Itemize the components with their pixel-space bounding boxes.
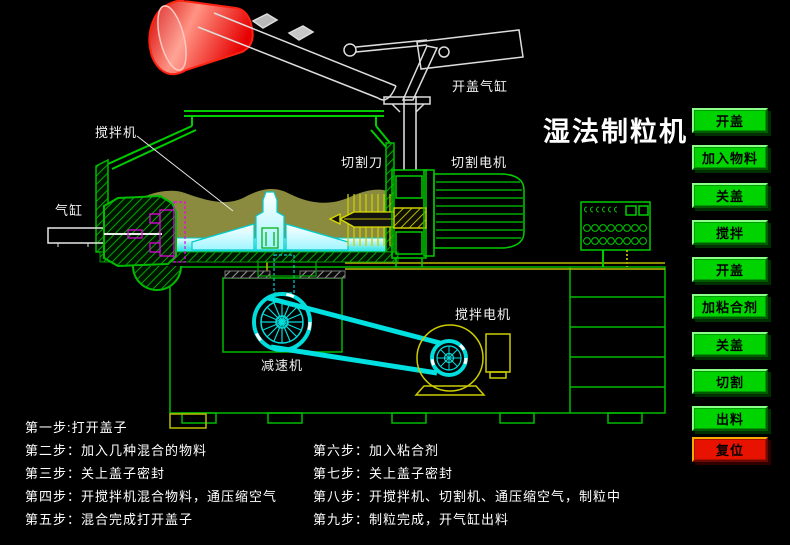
button-open-lid-1[interactable]: 开盖: [692, 108, 768, 133]
cutter-motor-body: [391, 169, 525, 267]
step-7: 第七步：关上盖子密封: [313, 466, 454, 481]
belt-drive: [252, 292, 511, 396]
lid-assembly: [148, 0, 524, 113]
step-8: 第八步：开搅拌机、切割机、通压缩空气，制粒中: [313, 489, 622, 504]
material-fill: [112, 188, 388, 238]
step-9: 第九步：制粒完成，开气缸出料: [313, 512, 510, 527]
button-stir[interactable]: 搅拌: [692, 220, 768, 245]
step-4: 第四步：开搅拌机混合物料，通压缩空气: [25, 489, 278, 504]
button-cut[interactable]: 切割: [692, 369, 768, 394]
step-6: 第六步：加入粘合剂: [313, 443, 440, 458]
mixer-leader-line: [136, 135, 234, 212]
impeller: [191, 191, 349, 251]
label-cutter-motor: 切割电机: [451, 155, 508, 170]
label-lid-cylinder: 开盖气缸: [452, 79, 509, 94]
button-close-lid-1[interactable]: 关盖: [692, 183, 768, 208]
label-mixing-motor: 搅拌电机: [455, 307, 512, 322]
button-discharge[interactable]: 出料: [692, 406, 768, 431]
label-air-cylinder: 气缸: [55, 203, 84, 218]
air-cylinder-assembly: [47, 194, 186, 291]
button-close-lid-2[interactable]: 关盖: [692, 332, 768, 357]
button-open-lid-2[interactable]: 开盖: [692, 257, 768, 282]
button-add-binder[interactable]: 加粘合剂: [692, 294, 768, 319]
control-panel: [580, 201, 651, 267]
label-cutter-knife: 切割刀: [341, 155, 384, 170]
button-add-material[interactable]: 加入物料: [692, 145, 768, 170]
mixing-motor-pulley: [430, 339, 468, 377]
step-3: 第三步：关上盖子密封: [25, 466, 166, 481]
button-reset[interactable]: 复位: [692, 437, 768, 462]
label-mixer: 搅拌机: [95, 125, 138, 140]
label-reducer: 减速机: [261, 358, 304, 373]
mixing-motor-outline: [414, 324, 511, 396]
step-2: 第二步：加入几种混合的物料: [25, 443, 208, 458]
reducer-pulley: [252, 292, 312, 352]
red-lid: [148, 0, 254, 76]
page-title: 湿法制粒机: [543, 117, 688, 147]
machine-base: [169, 260, 666, 429]
mixing-bowl: [95, 96, 417, 294]
step-1: 第一步:打开盖子: [25, 420, 128, 435]
step-5: 第五步：混合完成打开盖子: [25, 512, 194, 527]
